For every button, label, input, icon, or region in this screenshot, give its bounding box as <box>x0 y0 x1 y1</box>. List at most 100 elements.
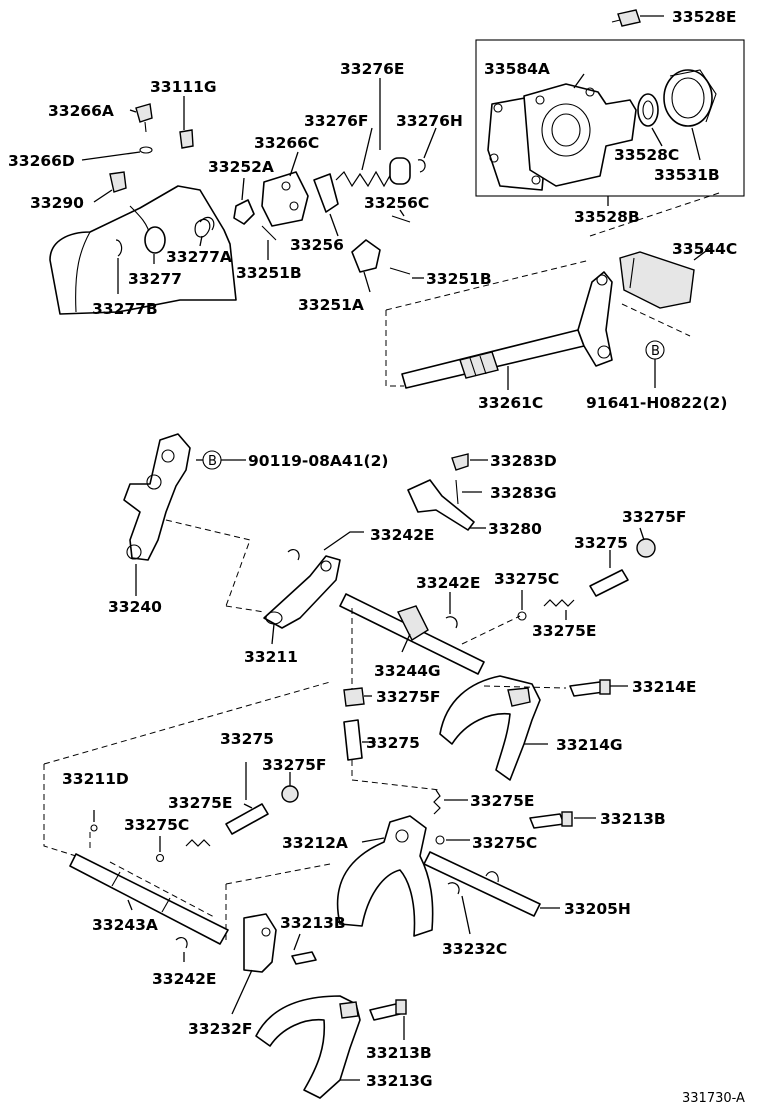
label-33275e-b: 33275E <box>168 794 233 812</box>
label-91641-h0822: 91641-H0822(2) <box>586 394 727 412</box>
plug-33283d <box>451 453 469 471</box>
bolt-marker-b-top: B <box>651 344 660 359</box>
label-33214g: 33214G <box>556 736 623 754</box>
label-33277: 33277 <box>128 270 182 288</box>
label-33251b-a: 33251B <box>236 264 302 282</box>
plug-33111g <box>179 129 194 149</box>
bolt-33214e <box>569 681 605 697</box>
rod-33205h <box>423 851 541 917</box>
label-33244g: 33244G <box>374 662 441 680</box>
ball-33275c-b <box>155 853 165 863</box>
ball-33275c-c <box>435 835 445 845</box>
label-33256c: 33256C <box>364 194 429 212</box>
rods-group <box>43 681 596 1099</box>
ball-33211d <box>90 824 98 832</box>
label-33212a: 33212A <box>282 834 348 852</box>
plug-33290 <box>109 171 127 193</box>
label-33584a: 33584A <box>484 60 550 78</box>
seal-33528c <box>637 93 659 127</box>
label-33214e: 33214E <box>632 678 697 696</box>
rod-33243a <box>69 853 229 945</box>
pin-33275-a <box>589 569 629 597</box>
spring-33276f <box>335 170 393 188</box>
label-33277a: 33277A <box>166 248 232 266</box>
bolt-33528e <box>617 9 641 27</box>
label-33243a: 33243A <box>92 916 158 934</box>
label-33275-c: 33275 <box>366 734 420 752</box>
spring-33275e-a <box>543 599 575 607</box>
label-33290: 33290 <box>30 194 84 212</box>
label-33283g: 33283G <box>490 484 557 502</box>
plug-33275f-a <box>636 538 656 558</box>
plunger-33276e <box>389 157 411 185</box>
plug-33266a <box>135 103 153 123</box>
label-33111g: 33111G <box>150 78 217 96</box>
shaft-lever <box>577 271 613 367</box>
extension-housing <box>523 83 637 187</box>
label-33266a: 33266A <box>48 102 114 120</box>
label-33276e: 33276E <box>340 60 405 78</box>
label-33232c: 33232C <box>442 940 507 958</box>
fork-33213g <box>255 995 361 1099</box>
boot-33544c <box>619 251 695 309</box>
lever-33240 <box>123 433 191 561</box>
pin-33275-b <box>343 719 363 761</box>
fork-group <box>123 433 656 781</box>
shaft-group <box>385 191 723 390</box>
label-33275e-a: 33275E <box>532 622 597 640</box>
label-90119-08a41: 90119-08A41(2) <box>248 452 388 470</box>
label-33280: 33280 <box>488 520 542 538</box>
label-33528b: 33528B <box>574 208 640 226</box>
fork-33212a <box>336 815 434 937</box>
label-33275e-c: 33275E <box>470 792 535 810</box>
lever-33256 <box>313 173 339 213</box>
label-33240: 33240 <box>108 598 162 616</box>
label-33251b-b: 33251B <box>426 270 492 288</box>
plug-33275f-b <box>343 687 365 707</box>
pin-33251b <box>389 267 411 275</box>
plug-33275f-c <box>281 785 299 803</box>
clip-33232c <box>447 882 460 895</box>
label-33261c: 33261C <box>478 394 543 412</box>
label-33528e: 33528E <box>672 8 737 26</box>
drawing-code: 331730-A <box>682 1091 745 1106</box>
label-33242e-a: 33242E <box>370 526 435 544</box>
label-33275c-b: 33275C <box>124 816 189 834</box>
pin-33256c <box>391 215 411 223</box>
label-33544c: 33544C <box>672 240 737 258</box>
label-33213b-b: 33213B <box>280 914 346 932</box>
spring-33275e-c <box>433 789 441 815</box>
label-33266c: 33266C <box>254 134 319 152</box>
bolt-33213b-a <box>529 813 565 829</box>
label-33531b: 33531B <box>654 166 720 184</box>
cam-33252a <box>233 199 255 225</box>
housing-group <box>475 9 745 206</box>
label-33528c: 33528C <box>614 146 679 164</box>
case-group <box>49 78 437 315</box>
label-33256: 33256 <box>290 236 344 254</box>
label-33205h: 33205H <box>564 900 631 918</box>
clip-33276h <box>417 159 426 173</box>
label-33242e-b: 33242E <box>416 574 481 592</box>
label-33276f: 33276F <box>304 112 369 130</box>
label-33252a: 33252A <box>208 158 274 176</box>
pin-33283g <box>455 479 459 505</box>
label-33211: 33211 <box>244 648 298 666</box>
label-33213g: 33213G <box>366 1072 433 1090</box>
label-33242e-c: 33242E <box>152 970 217 988</box>
bolt-marker-b-mid: B <box>208 454 217 469</box>
ball-33275c-a <box>517 611 527 621</box>
label-33277b: 33277B <box>92 300 158 318</box>
label-33232f: 33232F <box>188 1020 253 1038</box>
part-labels: 33528E 33584A 33528C 33531B 33528B 33276… <box>8 8 745 1106</box>
label-33275-a: 33275 <box>574 534 628 552</box>
pin-33275-c <box>225 803 269 835</box>
shaft-33280 <box>407 479 475 531</box>
housing-kit-box <box>475 39 745 197</box>
clip-33242e-a <box>287 548 300 561</box>
spring-33275e-b <box>185 839 211 847</box>
label-33275c-c: 33275C <box>472 834 537 852</box>
label-33275f-a: 33275F <box>622 508 687 526</box>
label-33275c-a: 33275C <box>494 570 559 588</box>
